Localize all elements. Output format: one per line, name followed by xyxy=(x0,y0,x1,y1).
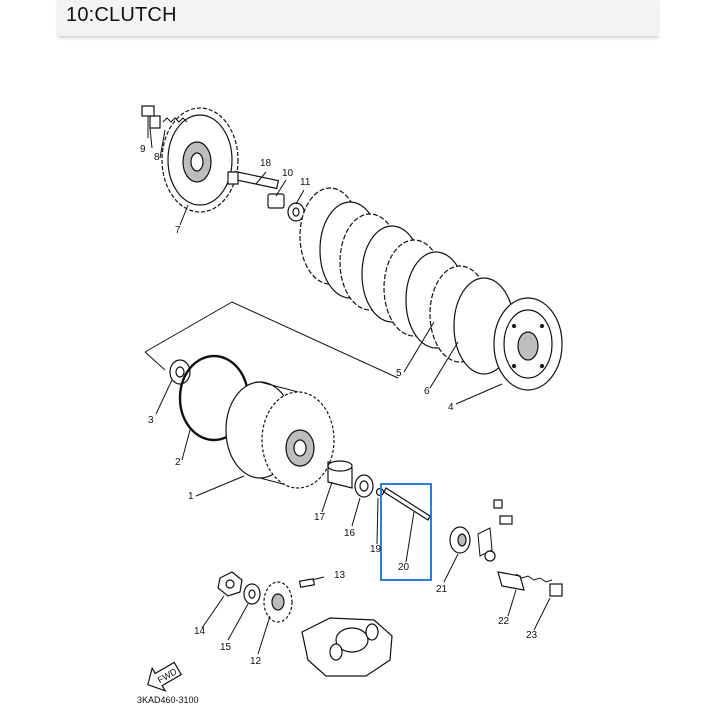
part-label-15[interactable]: 15 xyxy=(220,642,232,653)
part-label-14[interactable]: 14 xyxy=(194,626,206,637)
part-label-1[interactable]: 1 xyxy=(188,491,194,502)
fwd-direction-badge: FWD xyxy=(147,661,183,692)
primary-drive-gear-part[interactable] xyxy=(263,581,293,623)
crankshaft-part[interactable] xyxy=(301,617,393,677)
key-part[interactable] xyxy=(298,578,316,588)
part-label-22[interactable]: 22 xyxy=(498,616,510,627)
clutch-spring-part[interactable] xyxy=(149,115,188,129)
part-label-2[interactable]: 2 xyxy=(175,457,181,468)
clutch-housing-part[interactable] xyxy=(225,381,335,489)
part-label-19[interactable]: 19 xyxy=(370,544,382,555)
drive-gear-washer-part[interactable] xyxy=(243,583,261,605)
part-label-4[interactable]: 4 xyxy=(448,402,454,413)
clutch-boss-part[interactable] xyxy=(493,297,563,391)
spacer-washer-part[interactable] xyxy=(354,474,374,498)
part-label-5[interactable]: 5 xyxy=(396,368,402,379)
part-label-21[interactable]: 21 xyxy=(436,584,448,595)
part-label-10[interactable]: 10 xyxy=(282,168,294,179)
oil-seal-part[interactable] xyxy=(449,526,471,554)
part-label-18[interactable]: 18 xyxy=(260,158,272,169)
part-label-17[interactable]: 17 xyxy=(314,512,326,523)
part-labels: 1 2 3 4 5 6 7 8 9 10 11 12 13 14 15 16 1… xyxy=(140,144,538,667)
washer-part[interactable] xyxy=(287,202,305,222)
highlight-box-part-20[interactable] xyxy=(380,483,432,581)
page-header: 10:CLUTCH xyxy=(58,0,658,37)
part-label-7[interactable]: 7 xyxy=(175,225,181,236)
part-label-13[interactable]: 13 xyxy=(334,570,346,581)
push-lever-shaft-part[interactable] xyxy=(497,571,525,591)
adjusting-screw-part[interactable] xyxy=(515,573,563,597)
assembly-plane-outline xyxy=(144,301,399,379)
leader-lines xyxy=(149,127,551,655)
push-lever-part[interactable] xyxy=(477,499,513,562)
part-label-20[interactable]: 20 xyxy=(398,562,410,573)
part-label-16[interactable]: 16 xyxy=(344,528,356,539)
part-label-3[interactable]: 3 xyxy=(148,415,154,426)
part-label-9[interactable]: 9 xyxy=(140,144,146,155)
collar-part[interactable] xyxy=(327,460,353,489)
nut-part[interactable] xyxy=(267,193,285,209)
part-label-12[interactable]: 12 xyxy=(250,656,262,667)
page-title: 10:CLUTCH xyxy=(66,4,177,26)
friction-plates-stack[interactable] xyxy=(299,187,515,375)
bolt-part[interactable] xyxy=(141,105,155,138)
push-rod-long-part[interactable] xyxy=(383,487,431,521)
part-label-11[interactable]: 11 xyxy=(300,177,311,188)
drawing-code: 3KAD460-3100 xyxy=(137,695,199,705)
part-label-8[interactable]: 8 xyxy=(154,152,160,163)
pressure-plate-part[interactable] xyxy=(161,107,239,213)
drive-gear-nut-part[interactable] xyxy=(217,571,243,597)
part-label-23[interactable]: 23 xyxy=(526,630,538,641)
push-rod-part[interactable] xyxy=(227,170,280,190)
part-label-6[interactable]: 6 xyxy=(424,386,430,397)
